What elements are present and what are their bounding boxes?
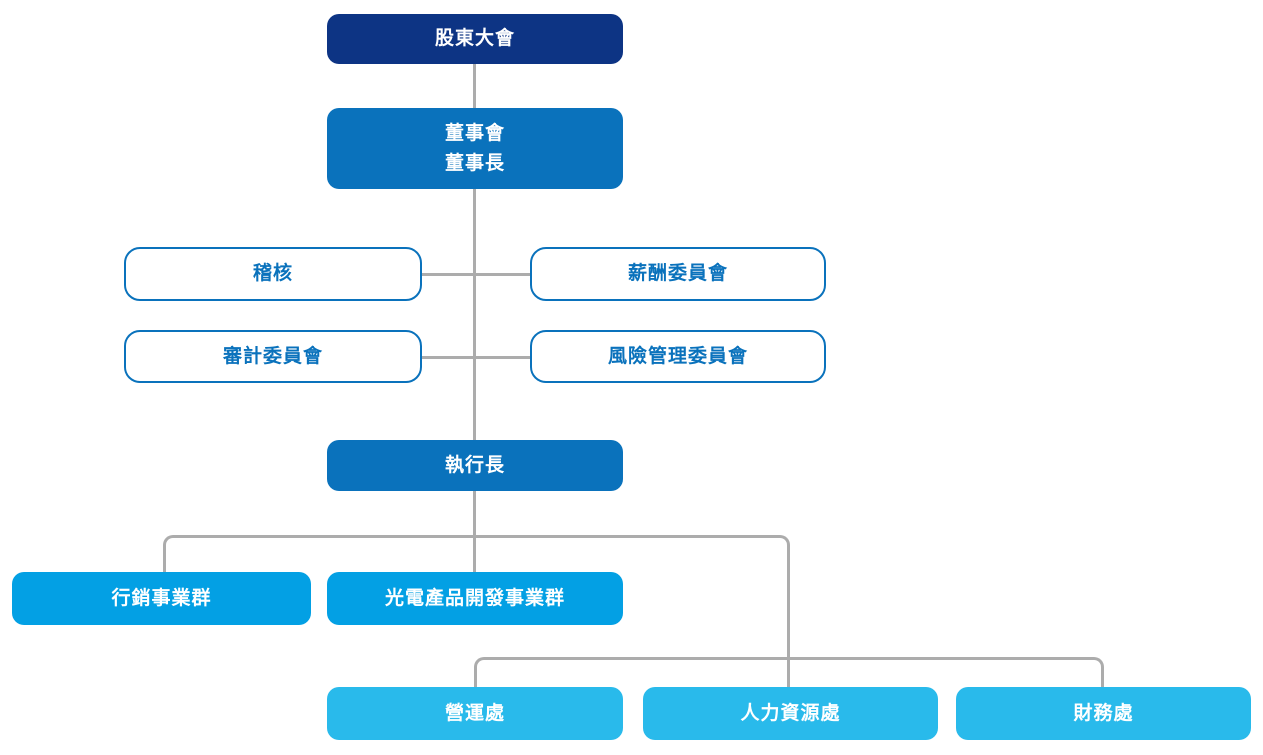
node-human-resources-division: 人力資源處 xyxy=(643,687,938,740)
connector-shareholders-board xyxy=(473,64,476,110)
node-marketing-business-group: 行銷事業群 xyxy=(12,572,311,625)
node-label: 稽核 xyxy=(252,263,293,284)
node-label: 審計委員會 xyxy=(222,345,323,367)
node-label: 執行長 xyxy=(444,454,505,476)
node-label-line2: 董事長 xyxy=(444,152,505,174)
node-ceo: 執行長 xyxy=(327,440,623,491)
node-label: 股東大會 xyxy=(434,28,515,49)
node-label: 人力資源處 xyxy=(740,702,841,724)
connector-audit-compensation-row xyxy=(422,273,532,276)
node-operations-division: 營運處 xyxy=(327,687,623,740)
node-label: 行銷事業群 xyxy=(111,587,212,609)
node-label-line1: 董事會 xyxy=(444,122,505,144)
connector-bracket-business-groups xyxy=(163,535,790,574)
node-label: 風險管理委員會 xyxy=(607,345,748,367)
connector-board-ceo xyxy=(473,187,476,442)
node-label: 光電產品開發事業群 xyxy=(384,587,565,609)
node-optoelectronics-product-dev-business-group: 光電產品開發事業群 xyxy=(327,572,623,625)
node-audit-committee: 審計委員會 xyxy=(124,330,422,383)
node-shareholders-meeting: 股東大會 xyxy=(327,14,623,64)
node-label: 營運處 xyxy=(444,702,505,724)
connector-auditcmte-riskcmte-row xyxy=(422,356,532,359)
node-board-of-directors: 董事會 董事長 xyxy=(327,108,623,189)
connector-ceo-drop xyxy=(473,491,476,574)
node-label: 財務處 xyxy=(1073,702,1134,724)
connector-divisions-stem xyxy=(787,570,790,658)
node-audit-office: 稽核 xyxy=(124,247,422,301)
node-finance-division: 財務處 xyxy=(956,687,1251,740)
connector-hr-drop xyxy=(787,658,790,688)
node-risk-management-committee: 風險管理委員會 xyxy=(530,330,826,383)
node-compensation-committee: 薪酬委員會 xyxy=(530,247,826,301)
node-label: 薪酬委員會 xyxy=(627,263,728,284)
